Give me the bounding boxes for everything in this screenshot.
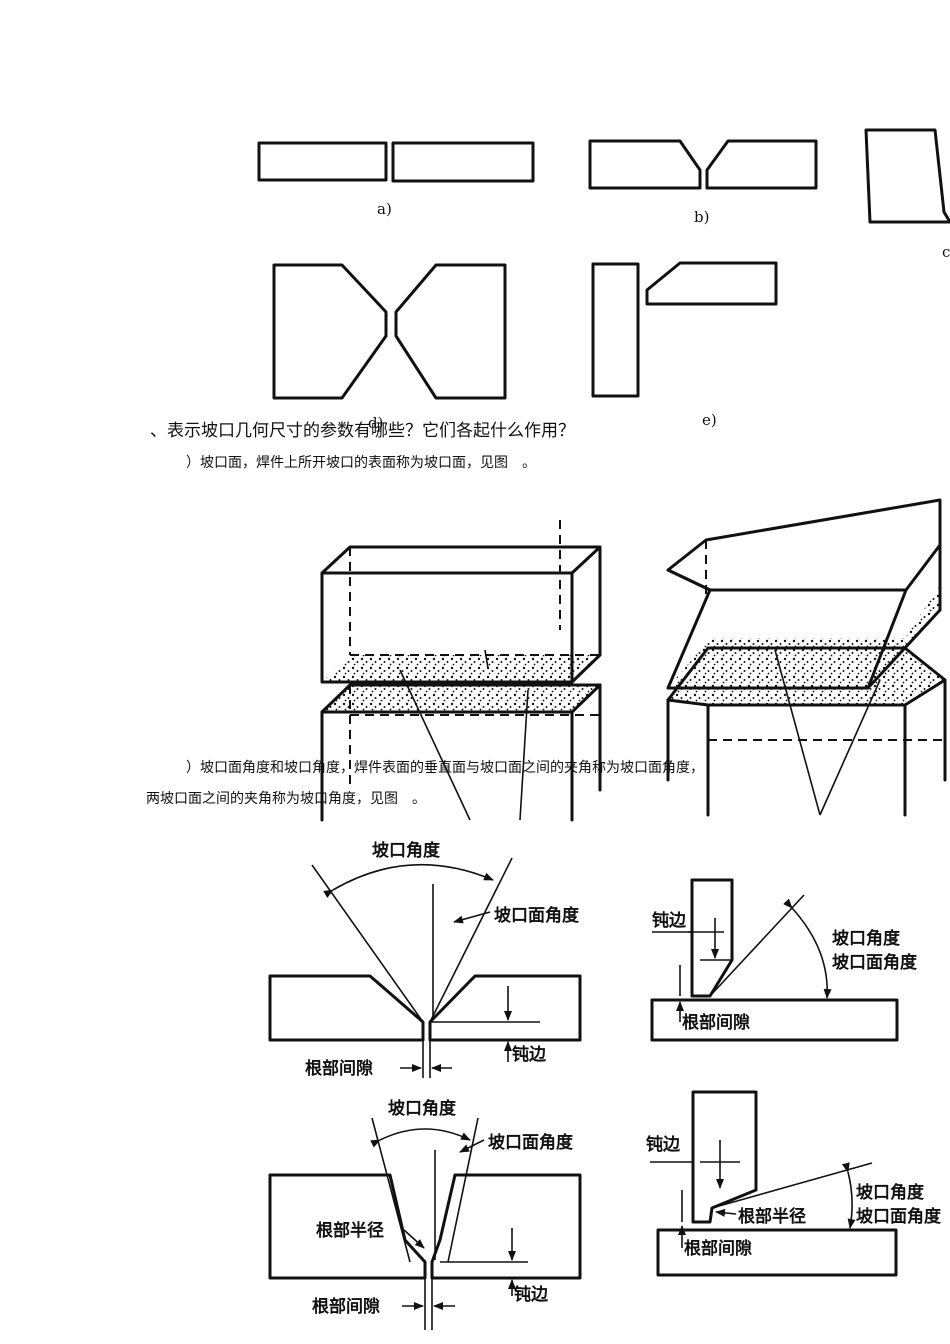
- groove-e-shape: [591, 261, 778, 398]
- caption-d: d): [368, 414, 383, 432]
- br-root-face-label: 钝边: [646, 1134, 681, 1155]
- single-bevel-diagram: [650, 878, 899, 1042]
- left-block-pair: [320, 520, 602, 822]
- caption-b: b): [694, 208, 709, 226]
- tr-root-gap-label: 根部间隙: [682, 1012, 750, 1033]
- groove-face-paragraph: ）坡口面，焊件上所开坡口的表面称为坡口面，见图 。: [186, 455, 536, 471]
- bl-root-face-label: 钝边: [514, 1284, 549, 1305]
- br-root-gap-label: 根部间隙: [684, 1238, 752, 1259]
- bl-root-radius-label: 根部半径: [316, 1220, 384, 1241]
- br-root-radius-label: 根部半径: [738, 1206, 806, 1227]
- u-groove-diagram: [268, 1117, 582, 1330]
- right-block-pair: [666, 498, 947, 817]
- caption-c: c: [942, 243, 950, 261]
- tl-groove-angle-label: 坡口角度: [372, 840, 441, 861]
- question-heading: 、表示坡口几何尺寸的参数有哪些？它们各起什么作用？: [150, 421, 575, 441]
- v-groove-diagram: [268, 857, 582, 1078]
- caption-e: e): [702, 411, 717, 429]
- tr-groove-face-angle-label: 坡口面角度: [832, 952, 918, 973]
- groove-d-shape: [272, 263, 507, 400]
- groove-dimensions-svg: 坡口角度 坡口面角度 钝边 根部间隙 钝边 坡口角度 坡口面角度 根部间隙: [268, 840, 942, 1330]
- groove-b-shape: [588, 139, 818, 190]
- caption-a: a): [377, 200, 392, 218]
- groove-face-svg: [320, 498, 947, 822]
- groove-face-figure: [0, 470, 950, 822]
- groove-a-shape: [257, 141, 535, 183]
- bl-root-gap-label: 根部间隙: [312, 1296, 380, 1317]
- groove-types-svg: a) b) c d) e): [257, 128, 950, 432]
- groove-angle-paragraph-line2: 两坡口面之间的夹角称为坡口角度，见图 。: [146, 791, 426, 807]
- tl-root-gap-label: 根部间隙: [305, 1058, 373, 1079]
- bl-groove-face-angle-label: 坡口面角度: [488, 1132, 574, 1153]
- tl-groove-face-angle-label: 坡口面角度: [494, 905, 580, 926]
- br-groove-angle-label: 坡口角度: [856, 1182, 925, 1203]
- groove-angle-paragraph-line1: ）坡口面角度和坡口角度，焊件表面的垂直面与坡口面之间的夹角称为坡口面角度，: [186, 760, 704, 776]
- groove-types-figure: a) b) c d) e): [0, 0, 950, 440]
- j-groove-diagram: [650, 1090, 898, 1277]
- groove-dimensions-figure: 坡口角度 坡口面角度 钝边 根部间隙 钝边 坡口角度 坡口面角度 根部间隙: [0, 820, 950, 1344]
- bl-groove-angle-label: 坡口角度: [388, 1098, 457, 1119]
- br-groove-face-angle-label: 坡口面角度: [856, 1206, 942, 1227]
- tl-root-face-label: 钝边: [512, 1044, 547, 1065]
- tr-groove-angle-label: 坡口角度: [832, 928, 901, 949]
- tr-root-face-label: 钝边: [652, 910, 687, 931]
- groove-c-shape: [864, 128, 950, 224]
